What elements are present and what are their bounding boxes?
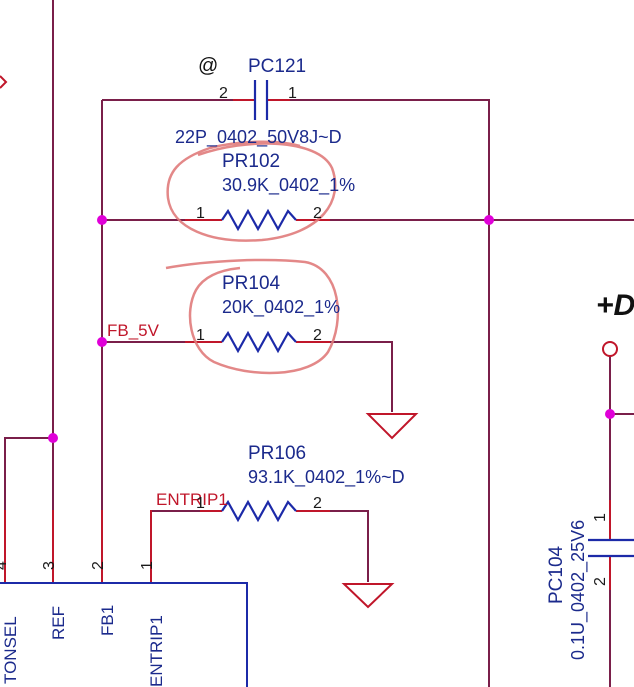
ic-pin-number-fb1: 2: [90, 561, 107, 570]
pr106-ref: PR106: [248, 443, 306, 464]
ground-symbol-pr106: [341, 583, 395, 609]
ic-pin-number-ref: 3: [41, 561, 58, 570]
pr104-pin-left: 1: [196, 327, 205, 344]
pr106-pin-left: 1: [196, 495, 205, 512]
pc104-value: 0.1U_0402_25V6: [568, 520, 589, 660]
tonsel-wire: [4, 437, 53, 510]
ground-symbol-pr104: [365, 413, 419, 440]
net-fb-5v: FB_5V: [107, 321, 160, 340]
pc104-pin-top: 1: [592, 513, 609, 522]
entrip1-wire: [150, 510, 200, 512]
pc121-pin-right: 1: [288, 85, 297, 102]
pr106-pin-right: 2: [313, 495, 322, 512]
offscreen-arrow-mark: [0, 75, 8, 89]
ic-pin-name-entrip1: ENTRIP1: [147, 615, 166, 687]
junction-dot: [97, 215, 107, 225]
ic-pin-name-fb1: FB1: [98, 605, 117, 636]
pc121-marker: @: [198, 55, 218, 77]
pr104-value: 20K_0402_1%: [222, 297, 340, 318]
pc104-capacitor: [588, 500, 634, 590]
junctions: [48, 215, 615, 443]
pc104-pin-bottom: 2: [592, 577, 609, 586]
ic-pin-name-ref: REF: [49, 606, 68, 640]
pr104-ref: PR104: [222, 273, 281, 294]
pc121-capacitor: [233, 80, 290, 120]
ic-body: [0, 582, 248, 687]
pr102-pin-left: 1: [196, 205, 205, 222]
pc104-ref: PC104: [546, 545, 567, 604]
pr104-pin-right: 2: [313, 327, 322, 344]
pr104-right-wire: [330, 341, 393, 412]
pr106-resistor: [200, 499, 330, 523]
junction-dot: [484, 215, 494, 225]
pr102-value: 30.9K_0402_1%: [222, 175, 355, 196]
junction-dot: [97, 337, 107, 347]
highlight-circle-pr104: [165, 258, 340, 375]
junction-dot: [48, 433, 58, 443]
ic-pin-number-entrip1: 1: [139, 561, 156, 570]
pr106-value: 93.1K_0402_1%~D: [248, 467, 405, 488]
ic-pin-leads: [4, 510, 152, 583]
pc121-pin-left: 2: [219, 85, 228, 102]
pr106-right-wire: [330, 510, 369, 582]
ic-pin-number-tonsel: 4: [0, 561, 10, 570]
pr102-ref: PR102: [222, 151, 280, 172]
pr102-pin-right: 2: [313, 205, 322, 222]
junction-dot: [605, 409, 615, 419]
pr102-resistor: [185, 208, 330, 232]
wires: [4, 0, 634, 687]
net-entrip1: ENTRIP1: [156, 490, 228, 509]
power-net-label: +D: [596, 289, 634, 322]
pr104-resistor: [185, 330, 330, 354]
ic-pin-name-tonsel: TONSEL: [1, 616, 20, 684]
power-port-circle[interactable]: [602, 341, 618, 357]
pc121-value: 22P_0402_50V8J~D: [175, 127, 342, 148]
pc121-right-wire: [290, 99, 490, 687]
pc121-ref: PC121: [248, 56, 306, 77]
highlight-circle-pr102: [166, 140, 337, 242]
